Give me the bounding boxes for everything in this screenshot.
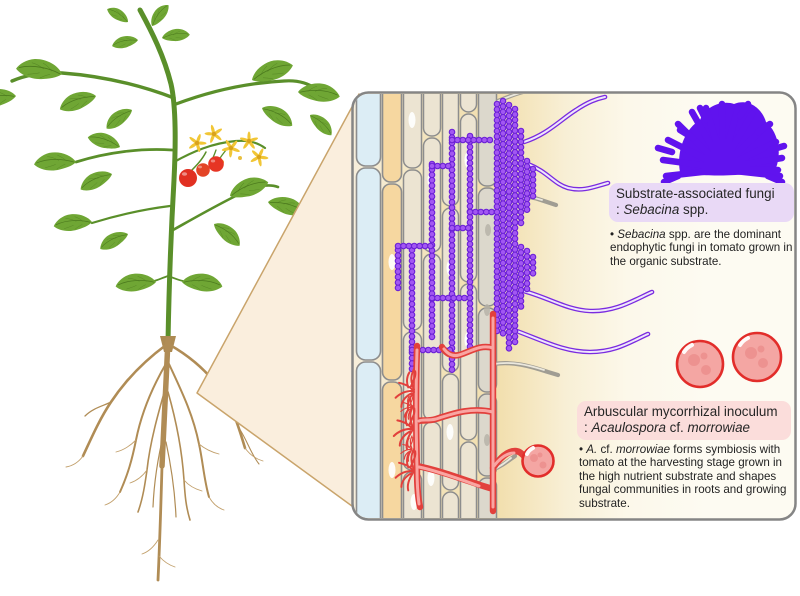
amf-spore-in-substrate bbox=[521, 444, 555, 478]
cortex-cell-column-orange bbox=[381, 94, 403, 518]
sebacina-label-box: Substrate-associated fungi : Sebacina sp… bbox=[609, 183, 794, 222]
amf-hyphae bbox=[392, 310, 555, 515]
amf-heading-line2: : Acaulospora cf. morrowiae bbox=[584, 420, 750, 435]
sebacina-extraradical-hyphae bbox=[511, 94, 655, 355]
epidermis-cell-column bbox=[477, 94, 498, 518]
tomato-fruits bbox=[179, 156, 224, 187]
tomato-flowers bbox=[185, 122, 272, 169]
amf-label-box: Arbuscular mycorrhizal inoculum : Acaulo… bbox=[577, 401, 791, 440]
sebacina-note: • Sebacina spp. are the dominant endophy… bbox=[610, 228, 793, 268]
magnification-callout-triangle bbox=[196, 93, 368, 518]
amf-heading-line1: Arbuscular mycorrhizal inoculum bbox=[584, 404, 778, 419]
sebacina-heading-line2: : Sebacina spp. bbox=[616, 202, 709, 217]
tomato-plant-illustration bbox=[0, 0, 342, 582]
sebacina-heading-line1: Substrate-associated fungi bbox=[616, 186, 775, 201]
amf-spore-icon bbox=[675, 331, 783, 389]
sebacina-colony-icon bbox=[654, 100, 788, 186]
endodermis-cell-column bbox=[355, 94, 382, 518]
amf-note: • A. cf. morrowiae forms symbiosis with … bbox=[579, 443, 787, 510]
